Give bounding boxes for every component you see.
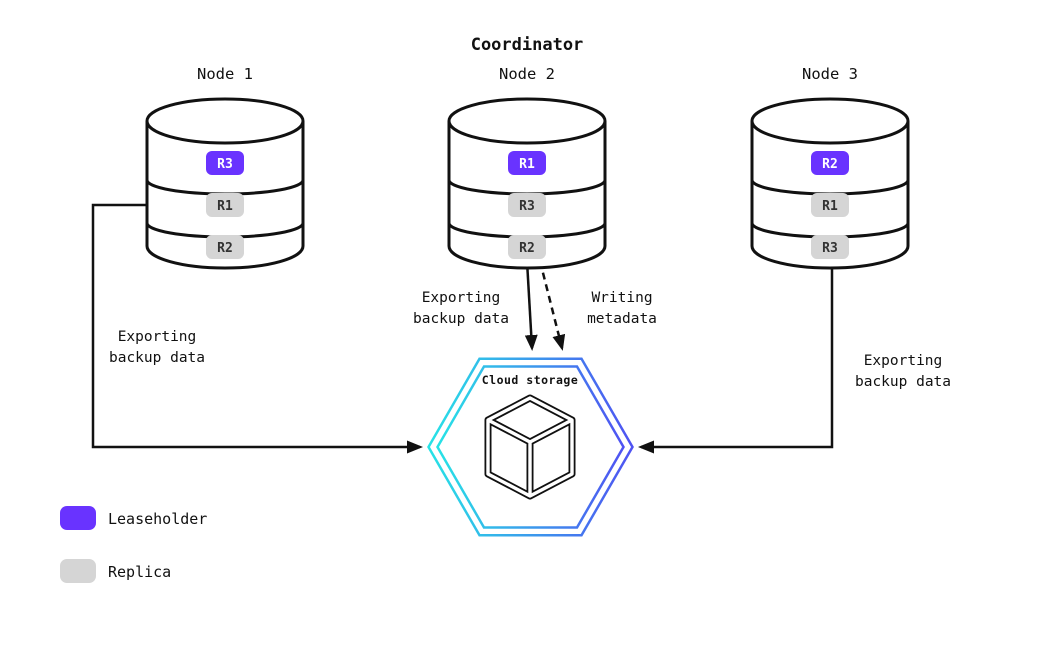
arrow-label-line1: Exporting bbox=[118, 329, 197, 345]
replica-badge-shape bbox=[811, 193, 849, 217]
diagram-title: Coordinator bbox=[471, 35, 584, 55]
node-label: Node 2 bbox=[499, 65, 555, 83]
replica-swatch bbox=[60, 559, 96, 583]
leaseholder-swatch bbox=[60, 506, 96, 530]
arrow-label-line2: backup data bbox=[109, 350, 205, 366]
arrow-label-line2: metadata bbox=[587, 311, 657, 327]
replica-badge: R3 bbox=[508, 193, 546, 217]
replica-badge-label: R1 bbox=[217, 199, 233, 214]
replica-badge: R1 bbox=[811, 193, 849, 217]
replica-badge: R2 bbox=[508, 235, 546, 259]
leaseholder-badge-shape bbox=[811, 151, 849, 175]
arrow-node2-export: Exporting backup data bbox=[413, 260, 538, 351]
arrow-line-dashed bbox=[538, 260, 566, 351]
replica-badge-shape bbox=[508, 193, 546, 217]
replica-badge-label: R1 bbox=[822, 199, 838, 214]
arrow-label-line1: Exporting bbox=[864, 353, 943, 369]
replica-badge-label: R2 bbox=[217, 241, 233, 256]
node-2: Node 2 R1 R3 R2 bbox=[447, 65, 607, 270]
node-3: Node 3 R2 R1 R3 bbox=[750, 65, 910, 270]
arrow-line bbox=[524, 260, 538, 351]
database-cylinder-top bbox=[145, 97, 305, 145]
legend-leaseholder-label: Leaseholder bbox=[108, 510, 207, 528]
cloud-storage: Cloud storage bbox=[427, 357, 634, 537]
node-label: Node 1 bbox=[197, 65, 253, 83]
arrow-label-line1: Exporting bbox=[422, 290, 501, 306]
legend: Leaseholder Replica bbox=[60, 506, 207, 583]
leaseholder-badge-label: R2 bbox=[822, 157, 838, 172]
legend-replica-label: Replica bbox=[108, 563, 171, 581]
legend-item-replica: Replica bbox=[60, 559, 171, 583]
node-label: Node 3 bbox=[802, 65, 858, 83]
replica-badge: R2 bbox=[206, 235, 244, 259]
leaseholder-badge: R1 bbox=[508, 151, 546, 175]
arrow-label-line1: Writing bbox=[591, 290, 652, 306]
node-1: Node 1 R3 R1 R2 bbox=[145, 65, 305, 270]
database-cylinder-top bbox=[750, 97, 910, 145]
leaseholder-badge-shape bbox=[206, 151, 244, 175]
arrow-label-line2: backup data bbox=[855, 374, 951, 390]
hexagon-inner bbox=[436, 365, 625, 529]
cloud-storage-label: Cloud storage bbox=[482, 373, 579, 387]
arrow-node3-export: Exporting backup data bbox=[638, 259, 951, 454]
replica-badge-shape bbox=[206, 235, 244, 259]
arrow-line bbox=[638, 259, 834, 454]
replica-badge-label: R3 bbox=[519, 199, 535, 214]
leaseholder-badge-label: R3 bbox=[217, 157, 233, 172]
replica-badge-label: R3 bbox=[822, 241, 838, 256]
legend-item-leaseholder: Leaseholder bbox=[60, 506, 207, 530]
leaseholder-badge-label: R1 bbox=[519, 157, 535, 172]
database-cylinder-top bbox=[447, 97, 607, 145]
leaseholder-badge: R2 bbox=[811, 151, 849, 175]
replica-badge-shape bbox=[508, 235, 546, 259]
replica-badge-shape bbox=[206, 193, 244, 217]
arrow-node2-metadata: Writing metadata bbox=[538, 260, 657, 351]
leaseholder-badge: R3 bbox=[206, 151, 244, 175]
replica-badge: R3 bbox=[811, 235, 849, 259]
replica-badge-label: R2 bbox=[519, 241, 535, 256]
arrow-label-line2: backup data bbox=[413, 311, 509, 327]
leaseholder-badge-shape bbox=[508, 151, 546, 175]
replica-badge: R1 bbox=[206, 193, 244, 217]
cube-icon bbox=[484, 394, 576, 500]
replica-badge-shape bbox=[811, 235, 849, 259]
cube-icon-inner-line bbox=[486, 396, 574, 498]
